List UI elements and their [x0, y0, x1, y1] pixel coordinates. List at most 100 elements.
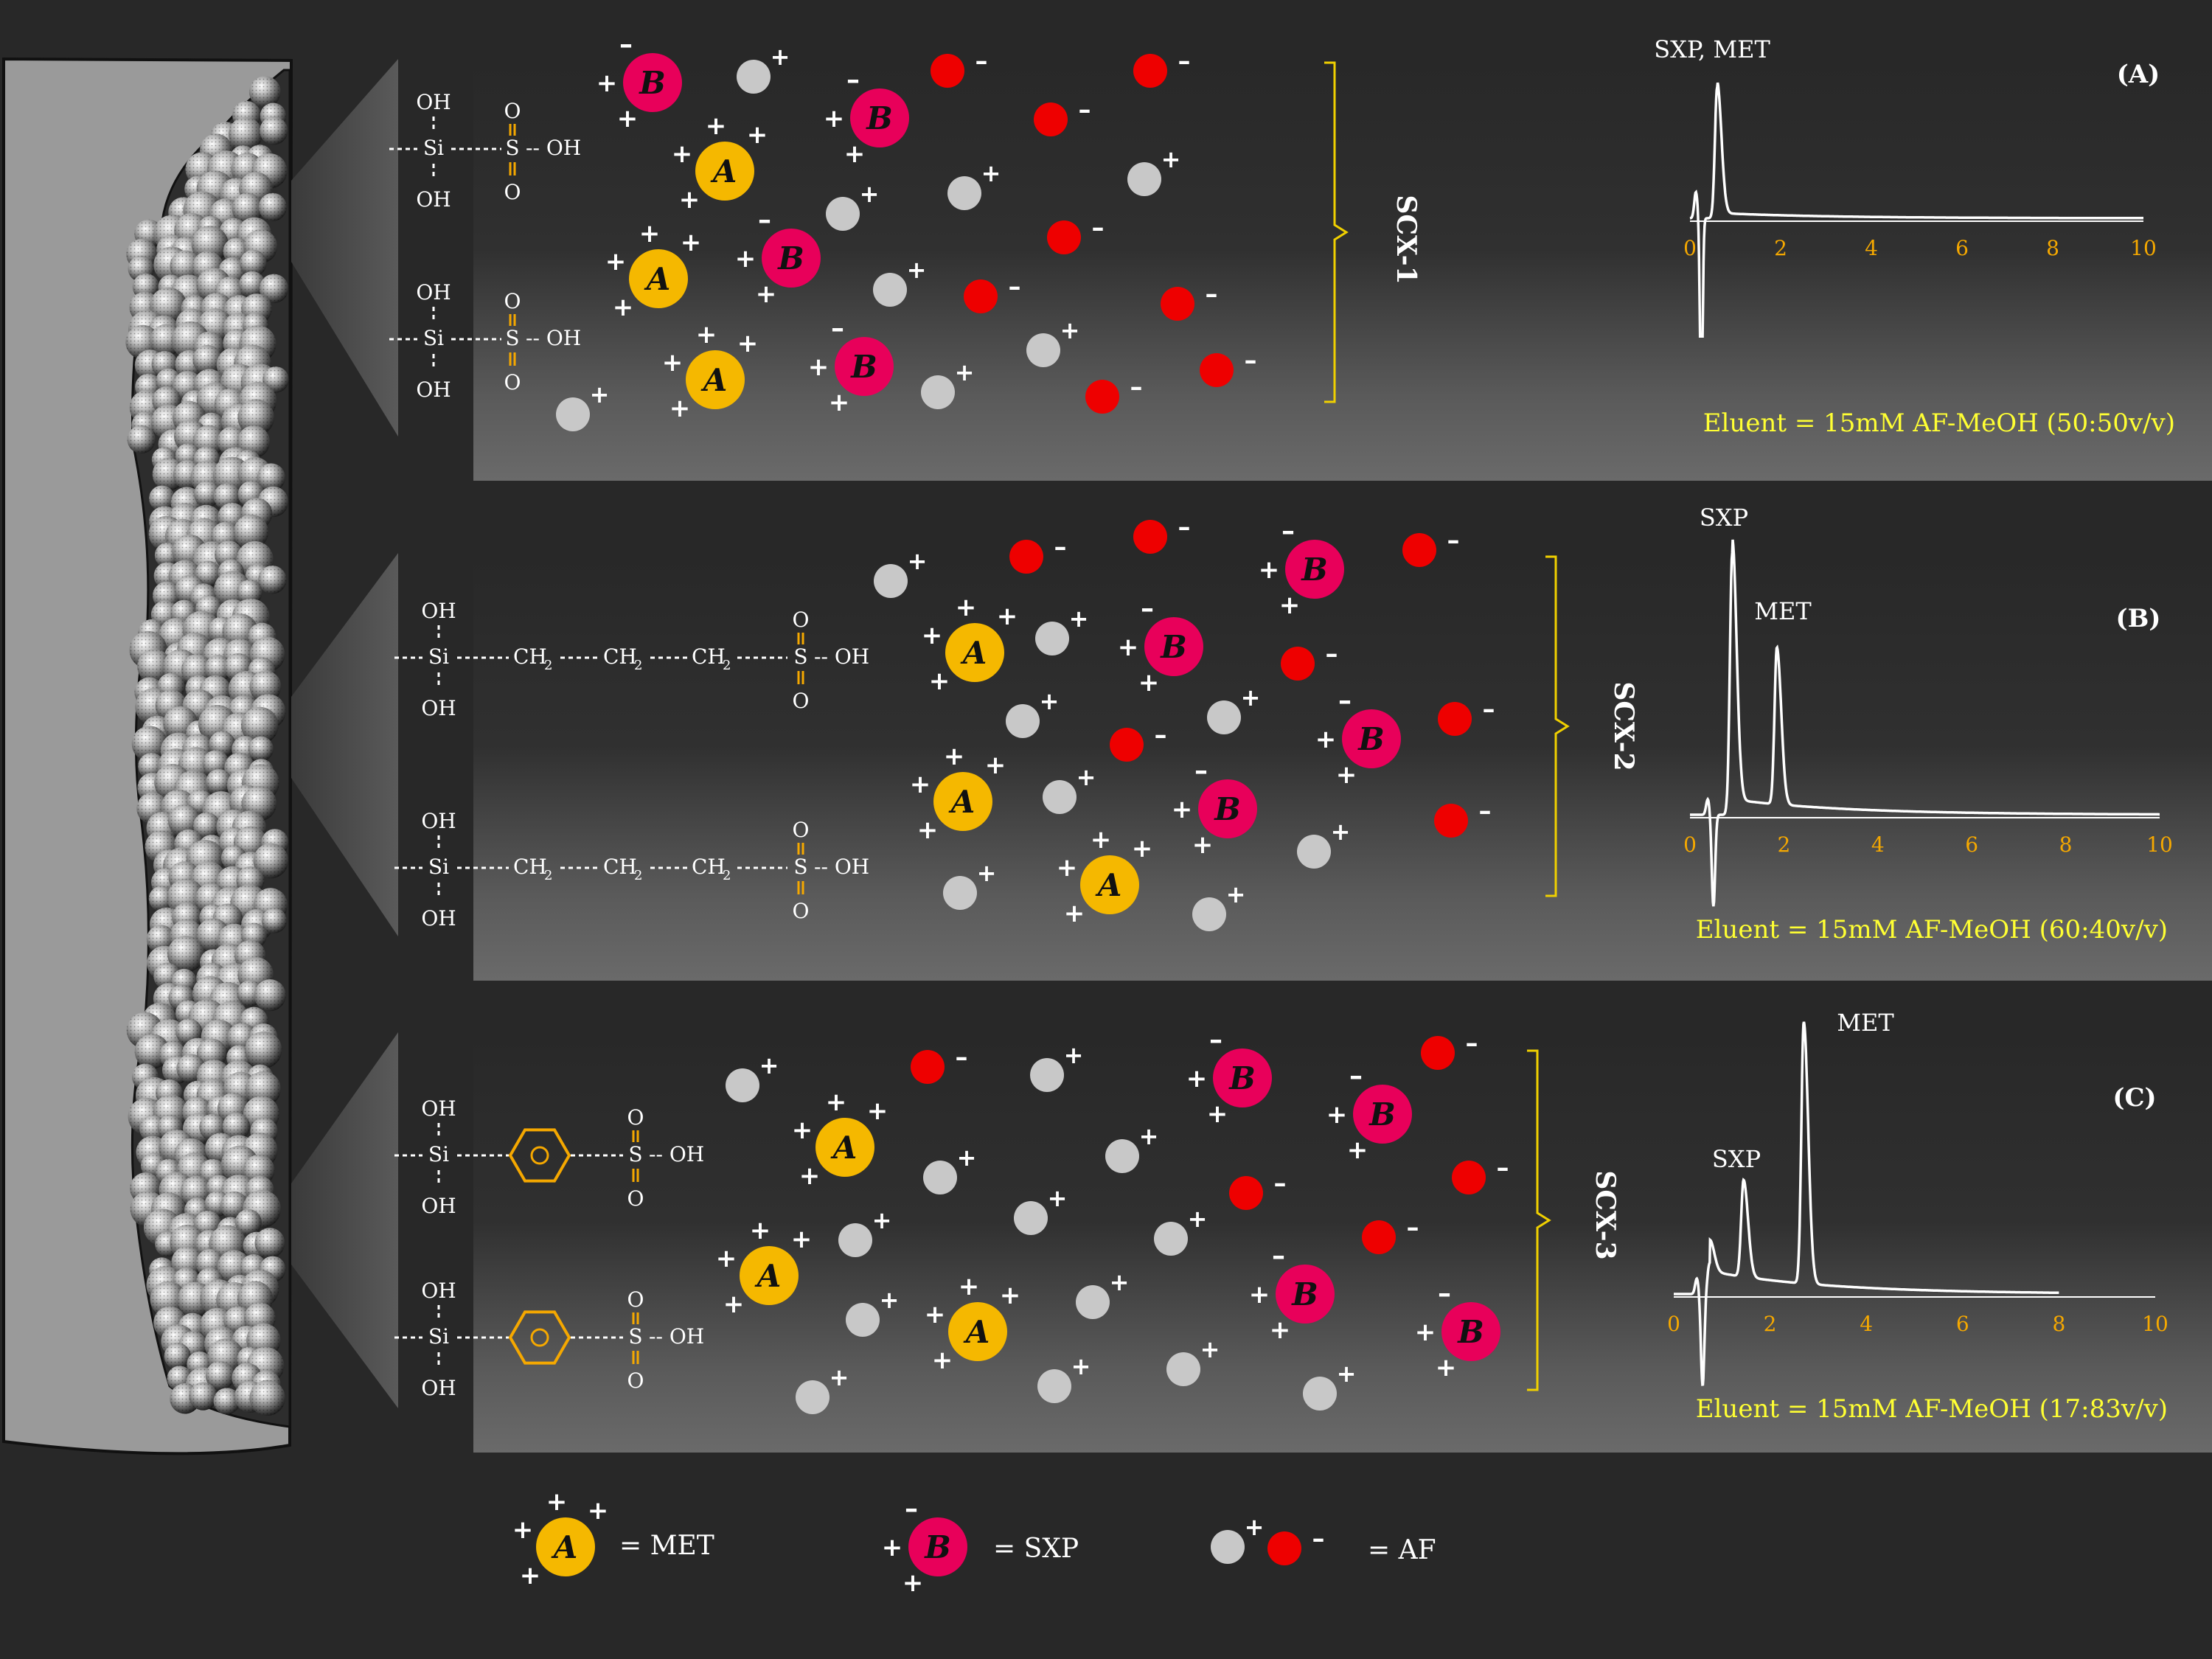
plus-charge-icon: +: [908, 547, 928, 575]
af-cation-circle: [1014, 1201, 1048, 1235]
af-cation: +: [874, 547, 927, 598]
o-label: O: [504, 289, 521, 313]
sxp-ion-circle: [835, 337, 894, 396]
x-tick-label: 10: [2146, 832, 2173, 857]
af-anion-circle: [1434, 804, 1468, 838]
af-anion: –: [1267, 1524, 1325, 1565]
ch2-label: CH: [692, 644, 726, 669]
met-ion: A++++: [792, 1088, 888, 1191]
oh-label: OH: [421, 1096, 456, 1121]
x-tick-label: 6: [1965, 832, 1978, 857]
sxp-ion: B–++: [882, 1494, 967, 1598]
bead-texture: [137, 649, 172, 684]
bead-texture: [148, 886, 175, 912]
peak-label: MET: [1754, 597, 1812, 625]
sxp-ion: B–++: [735, 205, 821, 309]
si-label: Si: [428, 855, 449, 879]
plus-charge-icon: +: [932, 1346, 953, 1375]
ch2-label: CH: [692, 855, 726, 879]
phase-bracket: [1527, 1049, 1551, 1391]
plus-charge-icon: +: [1270, 1315, 1291, 1345]
af-anion: –: [1133, 46, 1191, 88]
minus-charge-icon: –: [758, 205, 771, 235]
sulfonic-oh-label: -- OH: [526, 326, 581, 350]
phase-label: SCX-2: [1608, 681, 1639, 771]
oh-label: OH: [421, 696, 456, 720]
plus-charge-icon: +: [756, 279, 777, 309]
minus-charge-icon: –: [1141, 594, 1154, 624]
sxp-ion-circle: [1441, 1302, 1500, 1361]
af-cation: +: [556, 380, 609, 431]
af-cation: +: [737, 43, 790, 94]
plus-charge-icon: +: [1347, 1135, 1368, 1165]
af-cation: +: [873, 256, 926, 307]
met-ion-circle: [948, 1302, 1007, 1361]
eluent-label: Eluent = 15mM AF-MeOH (60:40v/v): [1696, 915, 2168, 945]
bead-texture: [234, 1208, 262, 1236]
plus-charge-icon: +: [1326, 1100, 1348, 1130]
plus-charge-icon: +: [872, 1206, 892, 1234]
met-ion-circle: [740, 1246, 799, 1305]
plus-charge-icon: +: [771, 43, 790, 71]
af-cation-circle: [838, 1223, 872, 1257]
af-cation-circle: [1166, 1352, 1200, 1386]
bead-texture: [127, 425, 156, 454]
x-tick-label: 0: [1683, 832, 1697, 857]
plus-charge-icon: +: [1331, 818, 1351, 846]
met-ion-symbol: A: [948, 784, 975, 820]
ch2-subscript: 2: [723, 658, 731, 673]
af-cation-circle: [1211, 1530, 1245, 1564]
sxp-ion-symbol: B: [1228, 1060, 1256, 1096]
sxp-ion-circle: [850, 88, 909, 147]
bead-texture: [222, 1113, 251, 1141]
sxp-ion-circle: [1213, 1048, 1272, 1107]
plus-charge-icon: +: [1279, 591, 1301, 620]
ch2-label: CH: [513, 644, 547, 669]
af-cation-circle: [1037, 1369, 1071, 1403]
ch2-label: CH: [603, 855, 637, 879]
met-ion-circle: [686, 350, 745, 409]
plus-charge-icon: +: [1241, 684, 1261, 712]
bead-texture: [254, 1228, 285, 1259]
plus-charge-icon: +: [882, 1533, 903, 1562]
plus-charge-icon: +: [1110, 1268, 1130, 1296]
sxp-ion-symbol: B: [866, 100, 893, 136]
af-cation: +: [1154, 1205, 1207, 1256]
met-ion: A++++: [672, 111, 768, 215]
af-anion-circle: [1362, 1220, 1396, 1254]
plus-charge-icon: +: [867, 1096, 888, 1126]
af-cation-circle: [796, 1380, 830, 1414]
panel-label: (C): [2112, 1083, 2156, 1113]
met-ion-circle: [815, 1118, 874, 1177]
minus-charge-icon: –: [1155, 720, 1167, 750]
sxp-ion-circle: [762, 229, 821, 288]
oh-label: OH: [416, 90, 451, 114]
minus-charge-icon: –: [1079, 95, 1091, 125]
af-cation-circle: [1035, 622, 1069, 655]
bead-texture: [261, 908, 287, 933]
af-cation-circle: [923, 1161, 957, 1194]
af-cation-circle: [1026, 333, 1060, 367]
legend-sxp-label: = SXP: [993, 1534, 1079, 1564]
s-label: S: [628, 1324, 642, 1349]
sxp-ion-symbol: B: [777, 240, 804, 276]
o-label: O: [627, 1287, 644, 1312]
met-ion-circle: [1080, 855, 1139, 914]
plus-charge-icon: +: [791, 1225, 813, 1254]
af-cation: +: [1297, 818, 1350, 869]
plus-charge-icon: +: [1259, 555, 1280, 585]
af-anion: –: [1110, 720, 1167, 762]
minus-charge-icon: –: [846, 65, 860, 95]
sxp-ion-circle: [1276, 1265, 1335, 1324]
ring-aromatic-circle: [530, 1328, 549, 1347]
af-cation: +: [1166, 1335, 1220, 1386]
ch2-subscript: 2: [634, 868, 642, 883]
phase-label: SCX-1: [1391, 195, 1422, 284]
plus-charge-icon: +: [1132, 834, 1153, 863]
met-ion: A++++: [662, 320, 759, 423]
plus-charge-icon: +: [981, 159, 1001, 187]
plus-charge-icon: +: [681, 228, 702, 257]
